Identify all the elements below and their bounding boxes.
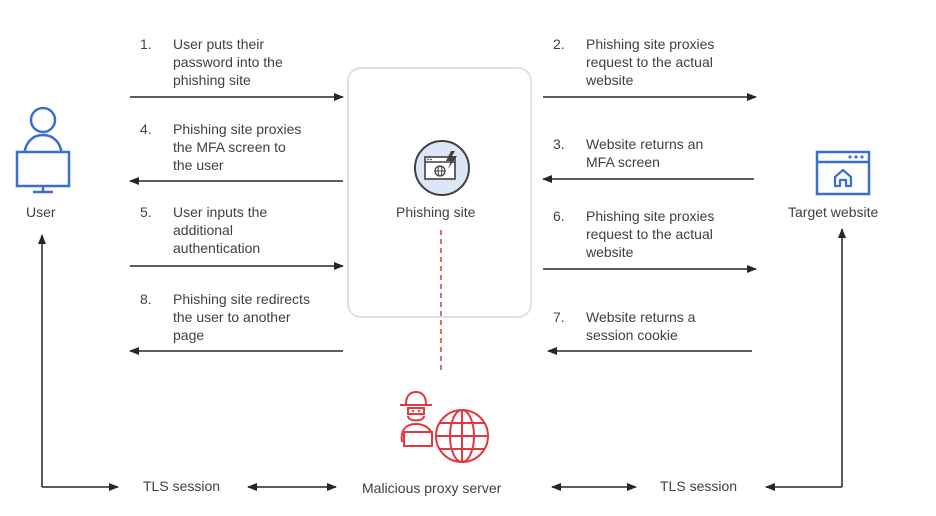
tls-session-left-label: TLS session xyxy=(143,478,221,494)
proxy-label: Malicious proxy server xyxy=(362,480,502,496)
user-computer-icon xyxy=(15,106,71,194)
step-number: 4. xyxy=(140,121,152,137)
phishing-site-label: Phishing site xyxy=(396,204,476,220)
user-label: User xyxy=(26,204,56,220)
step-number: 3. xyxy=(553,136,565,152)
step-number: 8. xyxy=(140,291,152,307)
step-number: 5. xyxy=(140,204,152,220)
step-text: User inputs the additional authenticatio… xyxy=(173,204,268,256)
hacker-globe-icon xyxy=(400,390,489,463)
step-number: 6. xyxy=(553,208,565,224)
target-website-label: Target website xyxy=(788,204,879,220)
step-text: Phishing site proxies request to the act… xyxy=(586,208,715,260)
step-text: User puts their password into the phishi… xyxy=(173,36,283,88)
browser-home-icon xyxy=(815,150,871,196)
step-text: Website returns an MFA screen xyxy=(586,136,704,170)
step-number: 2. xyxy=(553,36,565,52)
step-text: Website returns a session cookie xyxy=(586,309,696,343)
step-text: Phishing site proxies request to the act… xyxy=(586,36,715,88)
step-number: 1. xyxy=(140,36,152,52)
phishing-browser-icon xyxy=(414,140,470,196)
step-text: Phishing site redirects the user to anot… xyxy=(173,291,310,343)
tls-session-right-label: TLS session xyxy=(660,478,738,494)
step-text: Phishing site proxies the MFA screen to … xyxy=(173,121,302,173)
step-number: 7. xyxy=(553,309,565,325)
